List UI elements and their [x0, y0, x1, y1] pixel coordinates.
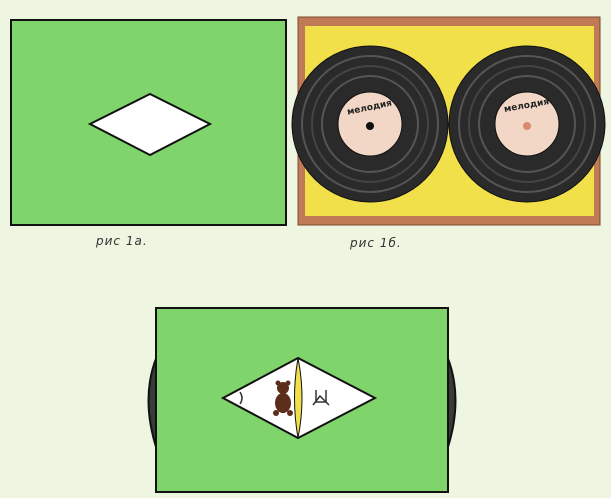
figure-1a-caption: рис 1а. — [96, 234, 148, 248]
record-right: мелодия — [449, 46, 605, 202]
figure-1c — [149, 308, 456, 492]
figure-1b-caption: рис 1б. — [350, 236, 402, 250]
figure-1a — [11, 20, 286, 225]
figure-1b: мелодия мелодия — [292, 17, 605, 225]
record-left: мелодия — [292, 46, 448, 202]
